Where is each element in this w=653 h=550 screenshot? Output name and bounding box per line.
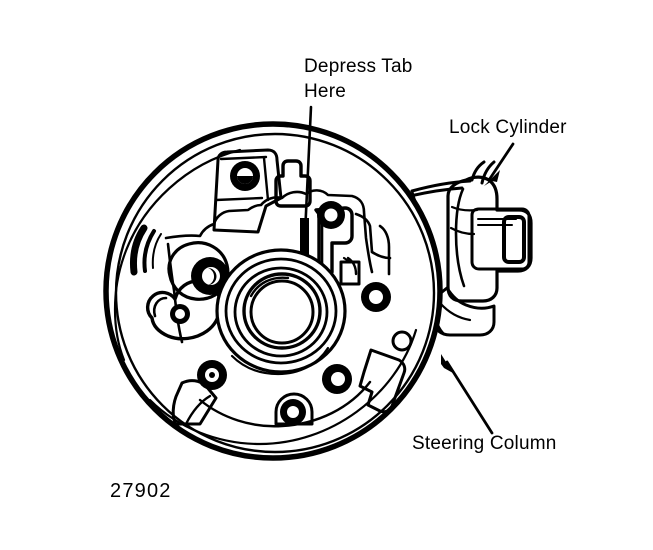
depress-tab-leader-line bbox=[303, 105, 313, 236]
locating-hole bbox=[391, 330, 413, 352]
lock-plate-disc bbox=[103, 121, 443, 461]
callout-steering-column: Steering Column bbox=[412, 354, 557, 454]
lock-cylinder-arrowhead bbox=[484, 170, 500, 186]
hub-ring-3 bbox=[233, 266, 329, 358]
vent-slot-3 bbox=[151, 233, 162, 269]
screw-boss-right bbox=[361, 282, 391, 312]
callout-depress-tab: Depress Tab Here bbox=[303, 56, 413, 236]
steering-column-leader-line bbox=[445, 360, 494, 435]
hub-ring-4 bbox=[242, 272, 322, 350]
steering-column-arrowhead bbox=[441, 354, 453, 373]
callout-lock-cylinder: Lock Cylinder bbox=[449, 117, 567, 186]
screw-boss-lower-right bbox=[322, 364, 352, 394]
depress-tab-label-line2: Here bbox=[304, 81, 346, 102]
hub-ring-2 bbox=[224, 257, 338, 365]
hub-bore bbox=[249, 279, 315, 345]
rect-pad-right bbox=[339, 260, 361, 286]
bracket-top-left bbox=[212, 148, 283, 234]
depress-tab bbox=[300, 201, 354, 274]
vent-slot-1 bbox=[130, 224, 148, 276]
wedge-pad-lower-left bbox=[171, 379, 218, 426]
cutout-lower-right bbox=[358, 348, 407, 414]
screw-boss-lower-left bbox=[197, 360, 227, 390]
figure-number: 27902 bbox=[110, 480, 172, 502]
center-hub bbox=[215, 248, 347, 374]
steering-column-label: Steering Column bbox=[412, 433, 557, 454]
depress-tab-label-line1: Depress Tab bbox=[304, 56, 413, 77]
tab-post-left bbox=[274, 159, 312, 208]
vent-slot-2 bbox=[142, 229, 156, 273]
screw-boss-bottom bbox=[274, 392, 314, 426]
lock-cylinder-leader-line bbox=[487, 142, 515, 182]
lock-cylinder-label: Lock Cylinder bbox=[449, 117, 567, 138]
depress-tab-finger bbox=[300, 218, 309, 262]
